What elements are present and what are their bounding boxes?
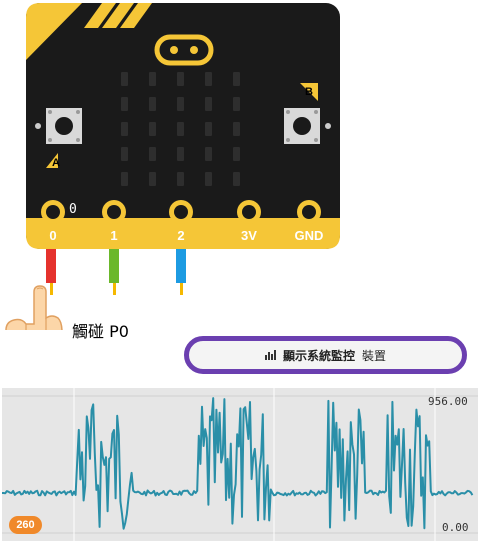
button-a-label: A	[46, 153, 60, 169]
led	[149, 97, 156, 111]
pin-gnd[interactable]: GND	[295, 200, 324, 243]
led	[121, 122, 128, 136]
pin-3v-label: 3V	[241, 228, 257, 243]
pin-3v[interactable]: 3V	[237, 200, 261, 243]
touch-instruction: 觸碰 P0	[72, 322, 129, 341]
led	[149, 172, 156, 186]
monitor-button-label: 顯示系統監控	[282, 348, 355, 363]
microbit-board-diagram: A B 0 1 2 3V	[5, 3, 340, 330]
led	[149, 122, 156, 136]
mount-hole	[325, 123, 331, 129]
pin-0[interactable]: 0	[41, 200, 65, 243]
wire-green	[109, 249, 119, 295]
touching-finger-icon	[5, 285, 63, 330]
led	[233, 97, 240, 111]
pin-1-label: 1	[110, 228, 117, 243]
led	[205, 72, 212, 86]
pin-0-label: 0	[49, 228, 56, 243]
led	[233, 172, 240, 186]
led	[205, 97, 212, 111]
monitor-button-suffix: 裝置	[362, 348, 387, 363]
button-b[interactable]	[284, 108, 320, 144]
pin-2-label: 2	[177, 228, 184, 243]
signal-series-line	[2, 397, 474, 530]
edge-connector-pins: 0 1 2 3V GND 0	[41, 200, 323, 243]
led	[177, 122, 184, 136]
show-device-monitor-button[interactable]: 顯示系統監控 裝置	[184, 336, 467, 374]
led	[121, 172, 128, 186]
bar-chart-icon	[264, 350, 276, 360]
led	[177, 72, 184, 86]
chart-plot	[2, 388, 478, 541]
led	[233, 72, 240, 86]
sample-count-badge: 260	[9, 516, 42, 534]
led	[149, 147, 156, 161]
pin-gnd-label: GND	[295, 228, 324, 243]
svg-text:A: A	[52, 157, 60, 169]
led	[233, 122, 240, 136]
led	[205, 147, 212, 161]
button-a[interactable]	[46, 108, 82, 144]
microbit-logo	[154, 34, 214, 66]
led-matrix	[121, 72, 240, 186]
wire-blue	[176, 249, 186, 295]
led	[233, 147, 240, 161]
y-axis-min-label: 0.00	[442, 521, 469, 534]
svg-text:B: B	[305, 86, 313, 98]
mount-hole	[35, 123, 41, 129]
pin-zero-marker: 0	[69, 202, 77, 217]
led	[121, 147, 128, 161]
led	[177, 147, 184, 161]
led	[177, 172, 184, 186]
led	[205, 172, 212, 186]
led	[121, 97, 128, 111]
y-axis-max-label: 956.00	[428, 395, 468, 408]
pin-1[interactable]: 1	[102, 200, 126, 243]
wire-red	[46, 249, 56, 295]
led	[121, 72, 128, 86]
led	[149, 72, 156, 86]
led	[177, 97, 184, 111]
led	[205, 122, 212, 136]
pin-2[interactable]: 2	[169, 200, 193, 243]
serial-monitor-chart: 956.00 0.00 260	[2, 388, 478, 541]
button-b-label: B	[300, 83, 318, 101]
